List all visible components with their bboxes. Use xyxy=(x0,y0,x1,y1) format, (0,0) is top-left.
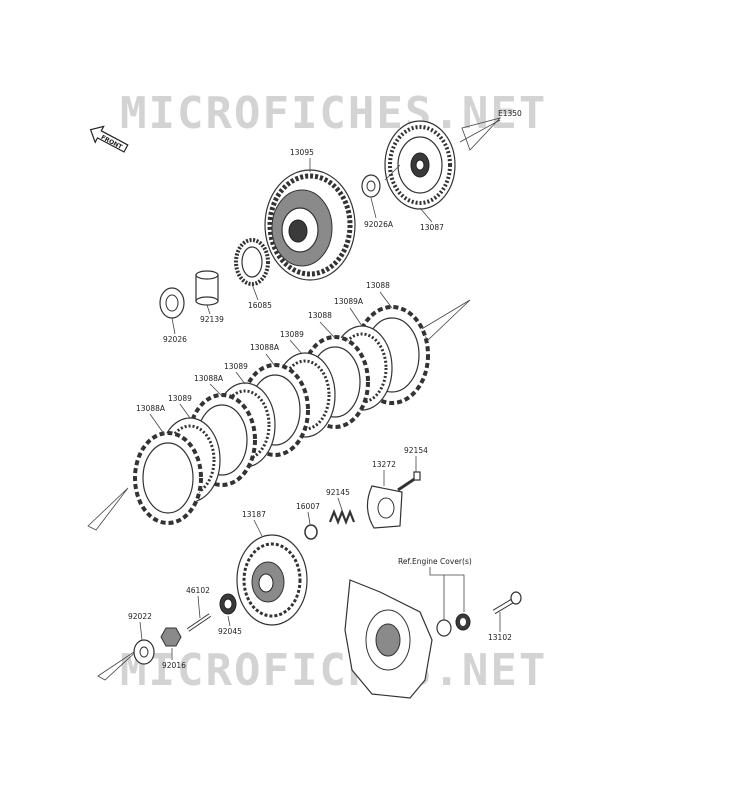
label-92022: 92022 xyxy=(128,612,152,621)
plate-13272 xyxy=(366,485,403,529)
watermark-top: MICROFICHES.NET xyxy=(120,88,547,139)
shaft-13102 xyxy=(492,591,522,615)
engine-cover-reference xyxy=(344,579,433,699)
bolt-92154 xyxy=(397,471,421,492)
leader-e1350 xyxy=(459,119,501,143)
label-e1350: E1350 xyxy=(498,109,522,118)
label-13088-top: 13088 xyxy=(366,281,390,290)
pushrod-46102 xyxy=(186,613,212,632)
label-13088A-b: 13088A xyxy=(194,374,224,383)
label-16085: 16085 xyxy=(248,301,272,310)
pressure-plate-13187 xyxy=(236,534,308,626)
label-13187: 13187 xyxy=(242,510,266,519)
label-13087: 13087 xyxy=(420,223,444,232)
spring-92145 xyxy=(328,509,356,525)
axis-marker-left xyxy=(87,487,129,531)
label-13088A-a: 13088A xyxy=(250,343,280,352)
label-13102: 13102 xyxy=(488,633,512,642)
label-16007: 16007 xyxy=(296,502,320,511)
label-13272: 13272 xyxy=(372,460,396,469)
label-92139: 92139 xyxy=(200,315,224,324)
ref-leader xyxy=(429,567,465,612)
plate-13088A-c xyxy=(133,431,203,525)
clutch-housing-13087 xyxy=(384,120,456,210)
nut-92016 xyxy=(160,627,182,647)
label-92026: 92026 xyxy=(163,335,187,344)
label-13095: 13095 xyxy=(290,148,314,157)
label-13089-a: 13089 xyxy=(280,330,304,339)
ring-16007 xyxy=(304,524,318,540)
label-13089A: 13089A xyxy=(334,297,364,306)
label-13088-b: 13088 xyxy=(308,311,332,320)
label-92045: 92045 xyxy=(218,627,242,636)
bearing-92045 xyxy=(219,593,237,615)
label-13089-b: 13089 xyxy=(224,362,248,371)
seal-cover-a xyxy=(436,619,452,637)
watermark-bottom: MICROFICHES.NET xyxy=(120,645,547,696)
label-92026A: 92026A xyxy=(364,220,394,229)
clutch-hub-13095 xyxy=(264,169,356,281)
label-92016: 92016 xyxy=(162,661,186,670)
bushing-92139 xyxy=(195,270,219,306)
gear-16085 xyxy=(234,238,270,286)
ref-engine-cover-label: Ref.Engine Cover(s) xyxy=(398,557,472,566)
label-46102: 46102 xyxy=(186,586,210,595)
label-92145: 92145 xyxy=(326,488,350,497)
label-92154: 92154 xyxy=(404,446,428,455)
axis-marker-bottom xyxy=(97,647,141,681)
axis-marker-mid xyxy=(419,299,471,341)
axis-marker-top xyxy=(461,117,502,151)
label-13088A-c: 13088A xyxy=(136,404,166,413)
label-13089-c: 13089 xyxy=(168,394,192,403)
